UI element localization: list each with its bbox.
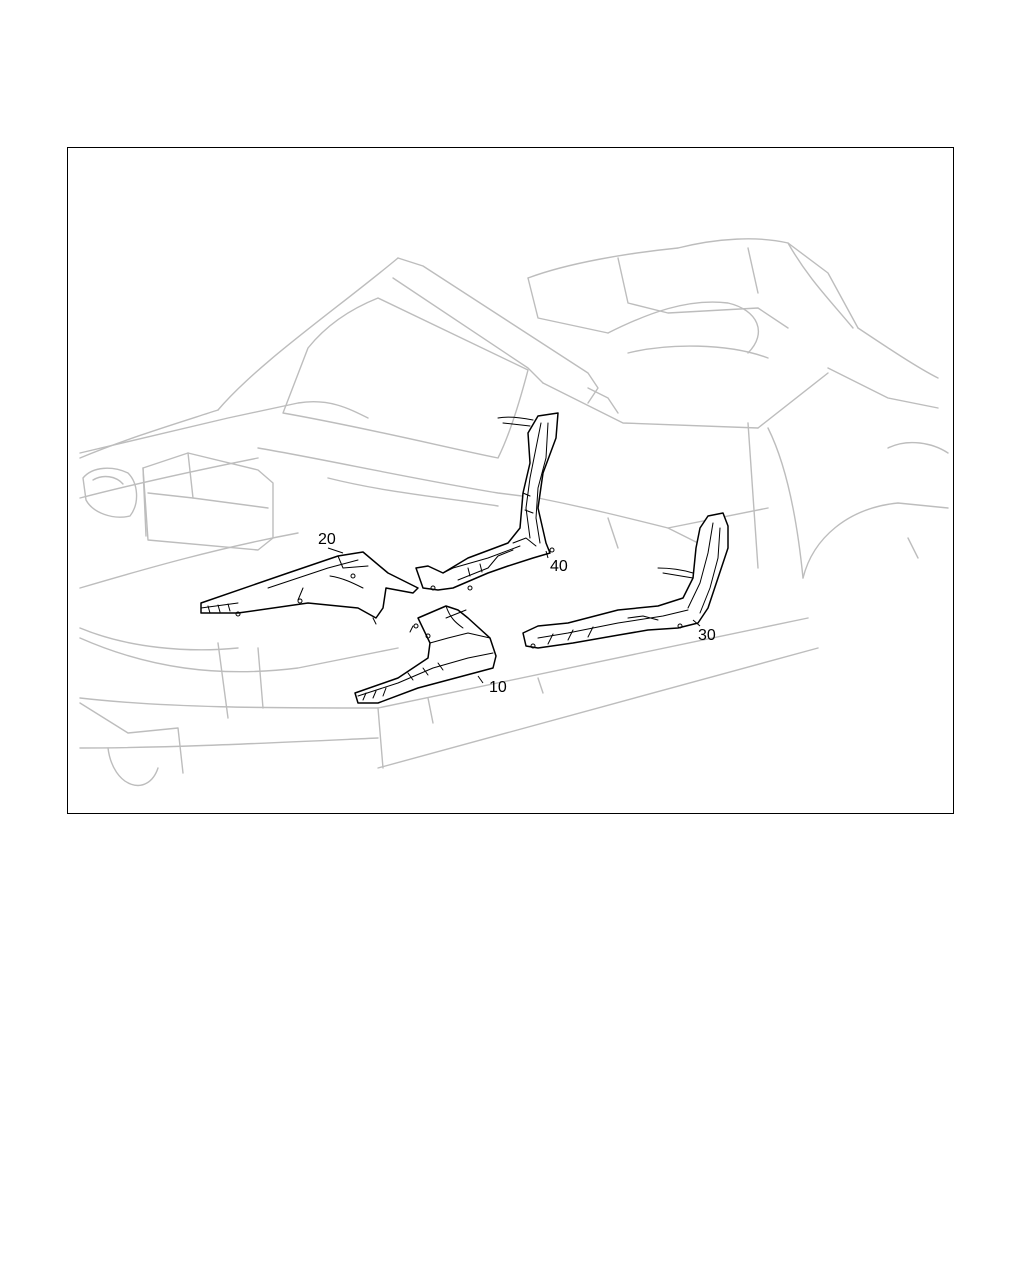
part-20-air-duct bbox=[200, 551, 419, 625]
callout-part-10: 10 bbox=[489, 679, 507, 696]
callout-part-20: 20 bbox=[318, 531, 336, 548]
callout-part-40: 40 bbox=[550, 558, 568, 575]
callout-leaders bbox=[327, 547, 701, 684]
leader-10 bbox=[477, 675, 484, 684]
callout-part-30: 30 bbox=[698, 627, 716, 644]
leader-20 bbox=[327, 547, 344, 554]
leader-40 bbox=[545, 550, 549, 559]
part-30-air-duct bbox=[522, 512, 729, 649]
car-body-outline bbox=[79, 238, 949, 787]
vehicle-body-illustration bbox=[79, 238, 949, 787]
diagram-frame: 20 40 10 30 bbox=[67, 147, 954, 814]
leader-30 bbox=[692, 619, 701, 627]
part-10-air-duct bbox=[354, 605, 497, 704]
part-40-air-duct bbox=[415, 412, 559, 591]
